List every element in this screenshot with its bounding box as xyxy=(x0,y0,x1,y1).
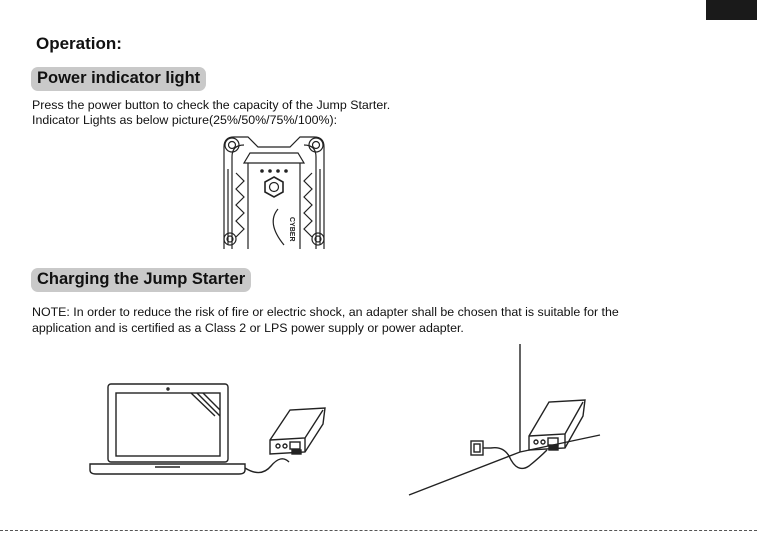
power-indicator-line-1: Press the power button to check the capa… xyxy=(32,98,391,112)
bottom-cut-line xyxy=(0,530,757,531)
charging-note-line-2: application and is certified as a Class … xyxy=(32,321,464,335)
page-tab-marker xyxy=(706,0,757,20)
laptop-charging-illustration xyxy=(89,383,326,475)
device-logo-text: CYBER xyxy=(288,217,295,242)
power-indicator-line-2: Indicator Lights as below picture(25%/50… xyxy=(32,113,338,127)
section-title-charging: Charging the Jump Starter xyxy=(31,268,252,292)
wall-outlet-charging-illustration xyxy=(408,344,601,496)
jump-starter-front-illustration: CYBER xyxy=(223,136,325,249)
page-heading: Operation: xyxy=(36,34,122,53)
section-title-power-indicator: Power indicator light xyxy=(31,67,207,91)
charging-note-line-1: NOTE: In order to reduce the risk of fir… xyxy=(32,305,619,319)
